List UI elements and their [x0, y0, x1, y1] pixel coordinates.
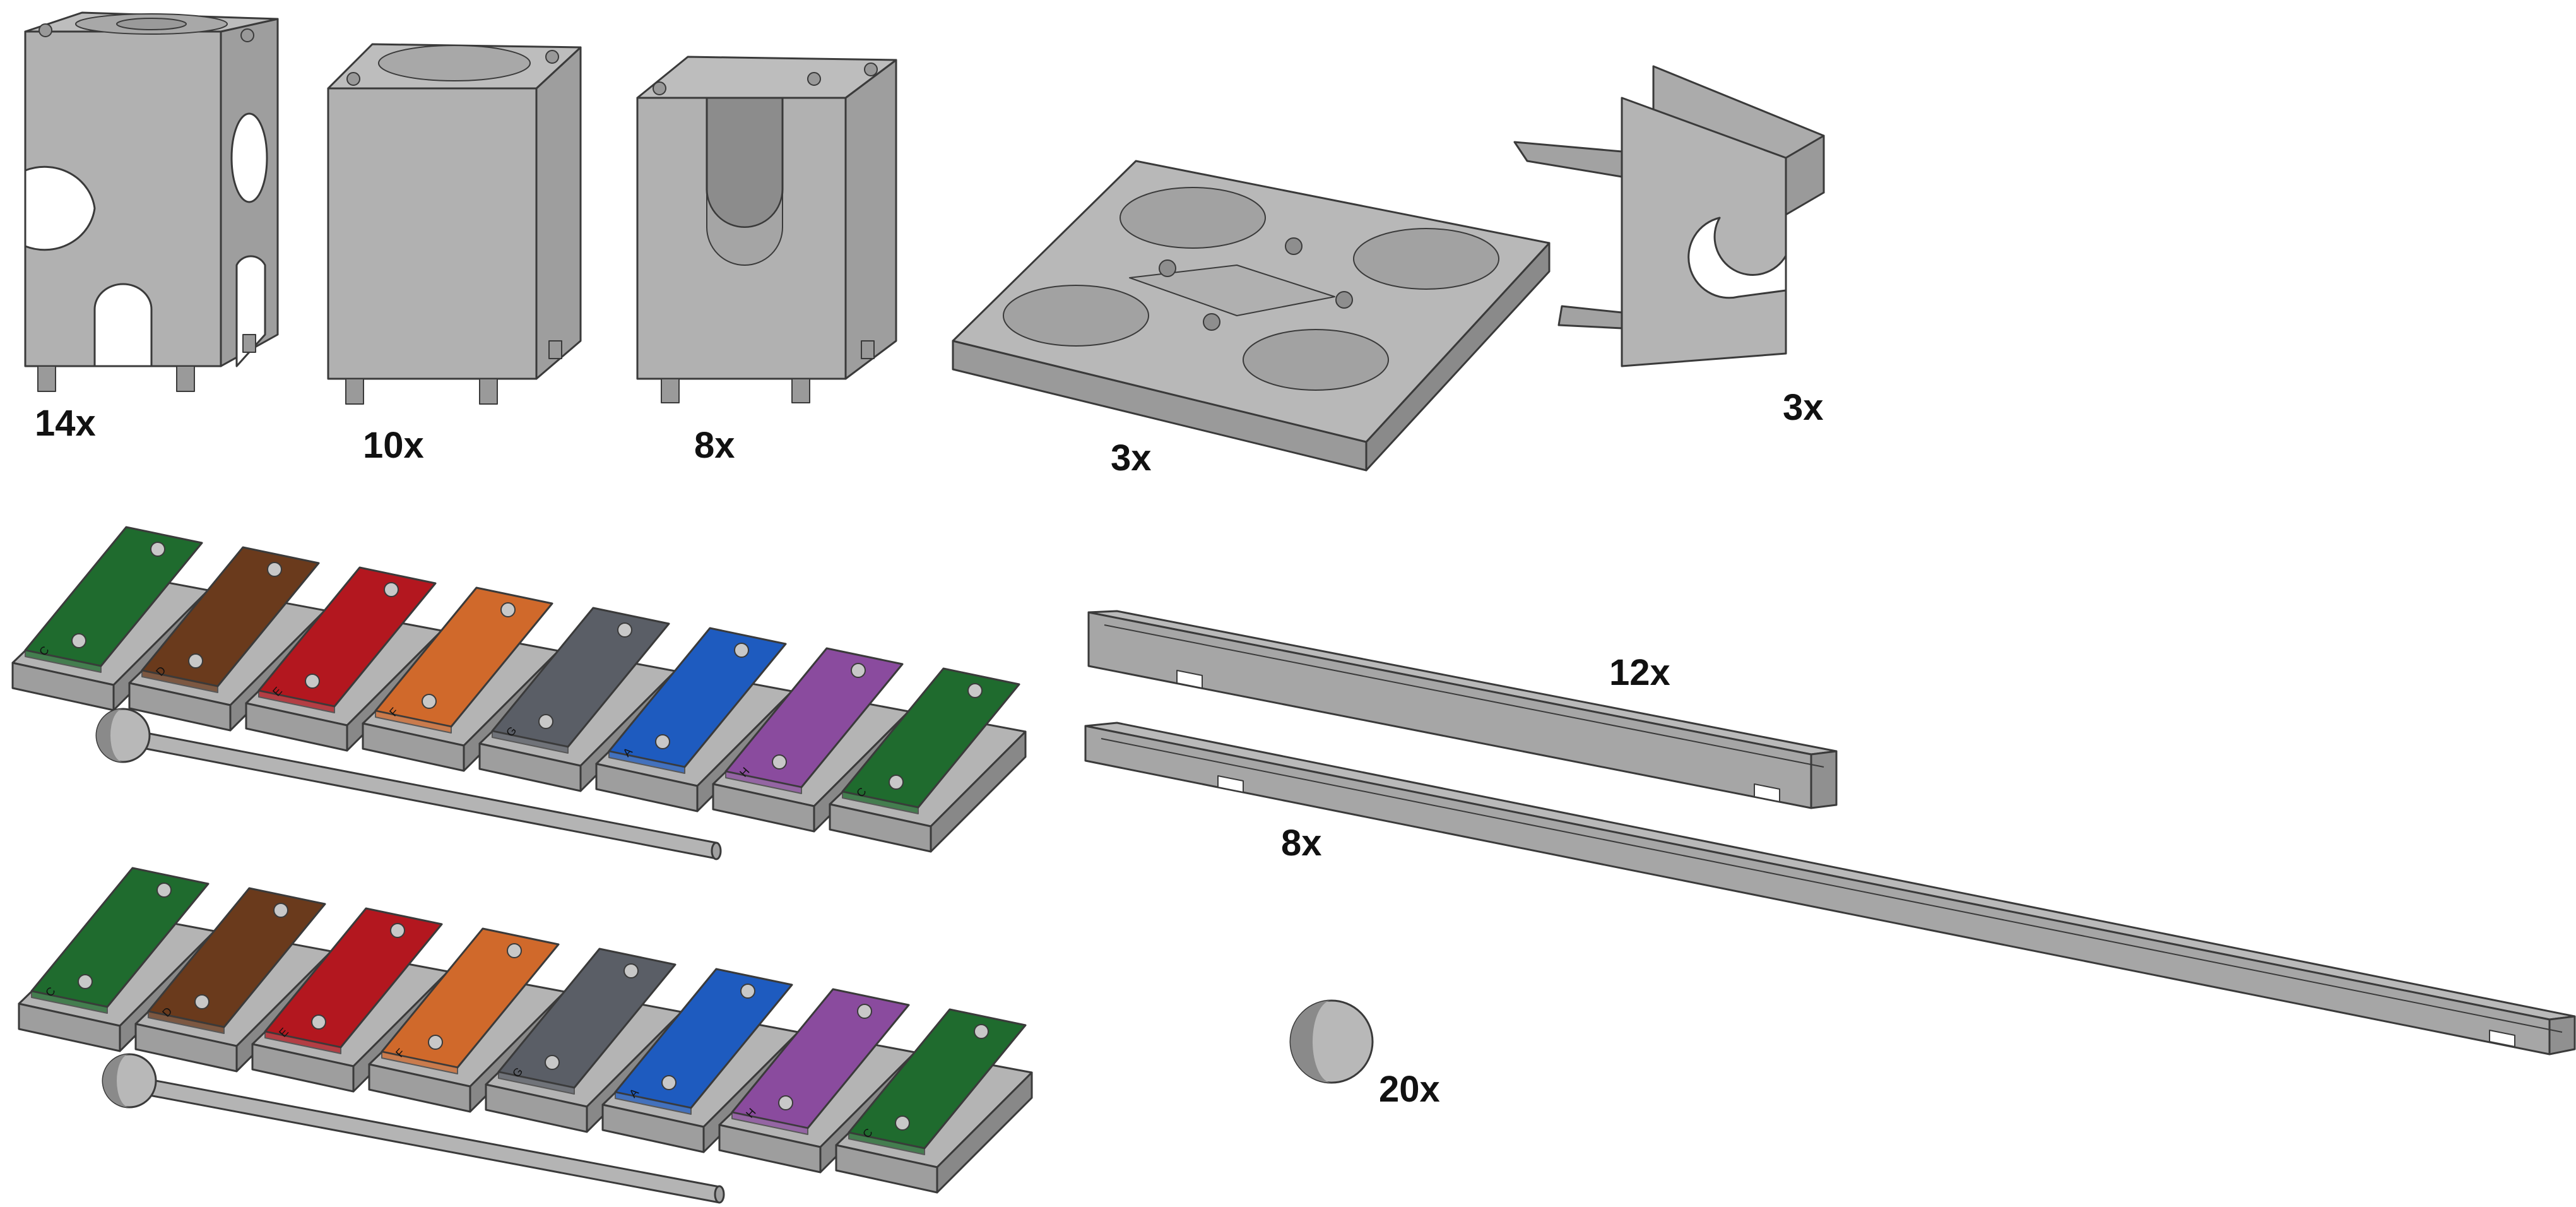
- ball-quantity: 20x: [1379, 1069, 1440, 1110]
- pillar-slot-quantity: 8x: [694, 425, 735, 466]
- pillar-slot: 8x: [636, 56, 897, 466]
- pillar-plain-quantity: 10x: [363, 425, 424, 466]
- xylophone-2-key-8: C: [835, 1008, 1033, 1194]
- pillar-two-holes: 14x: [24, 11, 279, 444]
- rail-clip: 3x: [1513, 65, 1825, 428]
- base-plate: 3x: [952, 160, 1551, 479]
- base-plate-quantity: 3x: [1111, 437, 1152, 479]
- pillar-two-holes-quantity: 14x: [35, 403, 96, 444]
- rail-short-quantity: 12x: [1609, 652, 1670, 693]
- mallet-2: [102, 1053, 725, 1204]
- xylophone-1-key-8: C: [829, 667, 1027, 853]
- rail-long: 8x: [1084, 722, 2576, 1055]
- rail-clip-quantity: 3x: [1783, 387, 1824, 428]
- mallet-1: [95, 708, 722, 860]
- rail-short: 12x: [1087, 610, 1838, 809]
- ball: 20x: [1289, 999, 1440, 1110]
- rail-long-quantity: 8x: [1281, 823, 1322, 864]
- pillar-plain: 10x: [327, 43, 582, 466]
